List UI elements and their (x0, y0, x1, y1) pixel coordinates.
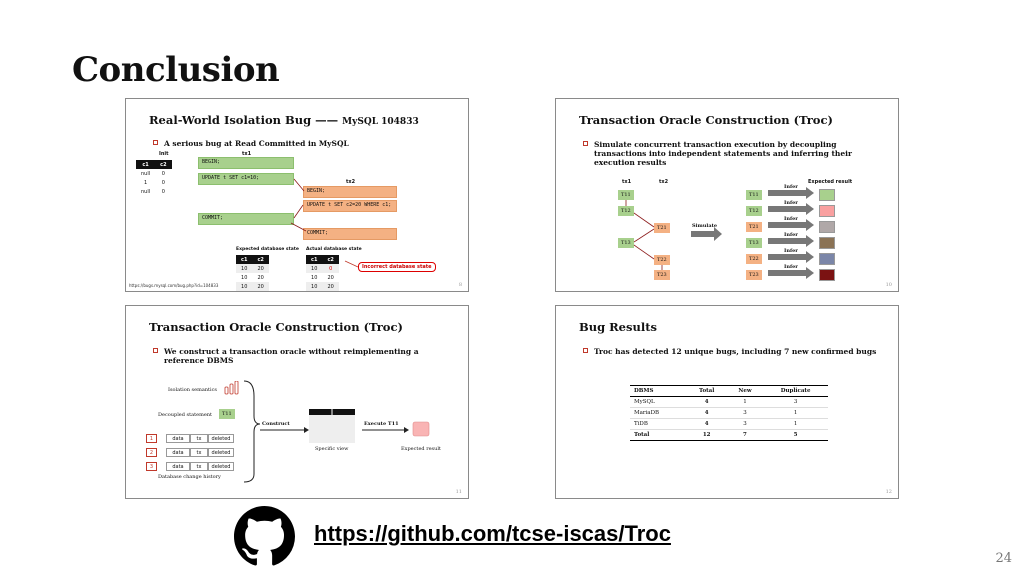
infer-arrow (768, 265, 816, 279)
slide-title: Transaction Oracle Construction (Troc) (579, 113, 833, 127)
expected-state-label: Expected database state (236, 247, 299, 252)
decoupled-box: T11 (219, 409, 235, 419)
right-box-5: T22 (746, 254, 762, 264)
tx2-label: tx2 (659, 179, 669, 185)
slide-page-number: 11 (455, 489, 462, 495)
slide-page-number: 10 (885, 282, 892, 288)
infer-arrow (768, 249, 816, 263)
infer-label: Infer (784, 264, 798, 270)
mid-box-t23: T23 (654, 270, 670, 280)
slide-title: Real-World Isolation Bug —— MySQL 104833 (149, 113, 419, 127)
tx1-label: tx1 (622, 179, 632, 185)
expected-result-swatch (819, 189, 835, 201)
tx2-stmt-update: UPDATE t SET c2=20 WHERE c1; (303, 200, 397, 212)
slide-bullet: Troc has detected 12 unique bugs, includ… (583, 347, 876, 356)
infer-arrow (768, 201, 816, 215)
tx1-stmt-commit: COMMIT; (198, 213, 294, 225)
troc-flow-arrows (625, 200, 722, 270)
bug-url: https://bugs.mysql.com/bug.php?id=104833 (129, 283, 219, 288)
right-box-6: T23 (746, 270, 762, 280)
left-box-t13: T13 (618, 238, 634, 248)
expected-result-label: Expected result (808, 179, 853, 185)
slide-title: Transaction Oracle Construction (Troc) (149, 320, 403, 334)
slide-page-number: 8 (458, 282, 462, 288)
history-label: Database change history (158, 474, 221, 480)
isolation-semantics-label: Isolation semantics (168, 387, 218, 393)
mid-box-t22: T22 (654, 255, 670, 265)
construct-diagram (243, 380, 430, 483)
infer-label: Infer (784, 248, 798, 254)
slide-title: Bug Results (579, 320, 657, 334)
infer-arrow (768, 185, 816, 199)
slide-thumbnail-troc-oracle[interactable]: Transaction Oracle Construction (Troc) W… (125, 305, 469, 499)
init-label: Init (159, 151, 169, 157)
slide-thumbnail-bug-results[interactable]: Bug Results Troc has detected 12 unique … (555, 305, 899, 499)
execute-label: Execute T11 (364, 421, 399, 427)
github-repo-link[interactable]: https://github.com/tcse-iscas/Troc (314, 521, 671, 546)
expected-result-label: Expected result (401, 446, 441, 452)
right-box-1: T11 (746, 190, 762, 200)
decoupled-statement-label: Decoupled statement (158, 412, 213, 418)
incorrect-state-callout: Incorrect database state (358, 262, 436, 272)
tx1-stmt-begin: BEGIN; (198, 157, 294, 169)
actual-state-label: Actual database state (306, 247, 362, 252)
right-box-3: T21 (746, 222, 762, 232)
left-box-t12: T12 (618, 206, 634, 216)
simulate-label: Simulate (692, 223, 718, 229)
bar-icon (224, 381, 239, 395)
mid-box-t21: T21 (654, 223, 670, 233)
specific-view-label: Specific view (315, 446, 349, 452)
page-title: Conclusion (72, 50, 280, 90)
right-box-2: T12 (746, 206, 762, 216)
tx1-label: tx1 (242, 151, 252, 157)
infer-label: Infer (784, 200, 798, 206)
infer-label: Infer (784, 184, 798, 190)
tx1-stmt-update: UPDATE t SET c1=10; (198, 173, 294, 185)
slide-thumbnail-troc[interactable]: Transaction Oracle Construction (Troc) S… (555, 98, 899, 292)
tx2-stmt-commit: COMMIT; (303, 228, 397, 240)
slide-bullet: Simulate concurrent transaction executio… (583, 140, 883, 167)
github-icon[interactable] (234, 506, 295, 567)
expected-result-swatch (819, 205, 835, 217)
page-number: 24 (995, 551, 1012, 566)
expected-result-swatch (819, 221, 835, 233)
slide-bullet: A serious bug at Read Committed in MySQL (153, 139, 349, 148)
infer-label: Infer (784, 232, 798, 238)
slide-page-number: 12 (885, 489, 892, 495)
construct-label: Construct (262, 421, 290, 427)
infer-arrow (768, 233, 816, 247)
expected-result-swatch (819, 237, 835, 249)
right-box-4: T13 (746, 238, 762, 248)
expected-result-swatch (819, 269, 835, 281)
slide-thumbnail-isolation-bug[interactable]: Real-World Isolation Bug —— MySQL 104833… (125, 98, 469, 292)
infer-label: Infer (784, 216, 798, 222)
infer-arrow (768, 217, 816, 231)
left-box-t11: T11 (618, 190, 634, 200)
tx2-stmt-begin: BEGIN; (303, 186, 397, 198)
slide-bullet: We construct a transaction oracle withou… (153, 347, 453, 365)
expected-result-swatch (819, 253, 835, 265)
tx2-label: tx2 (346, 179, 356, 185)
flow-arrows (290, 178, 359, 268)
